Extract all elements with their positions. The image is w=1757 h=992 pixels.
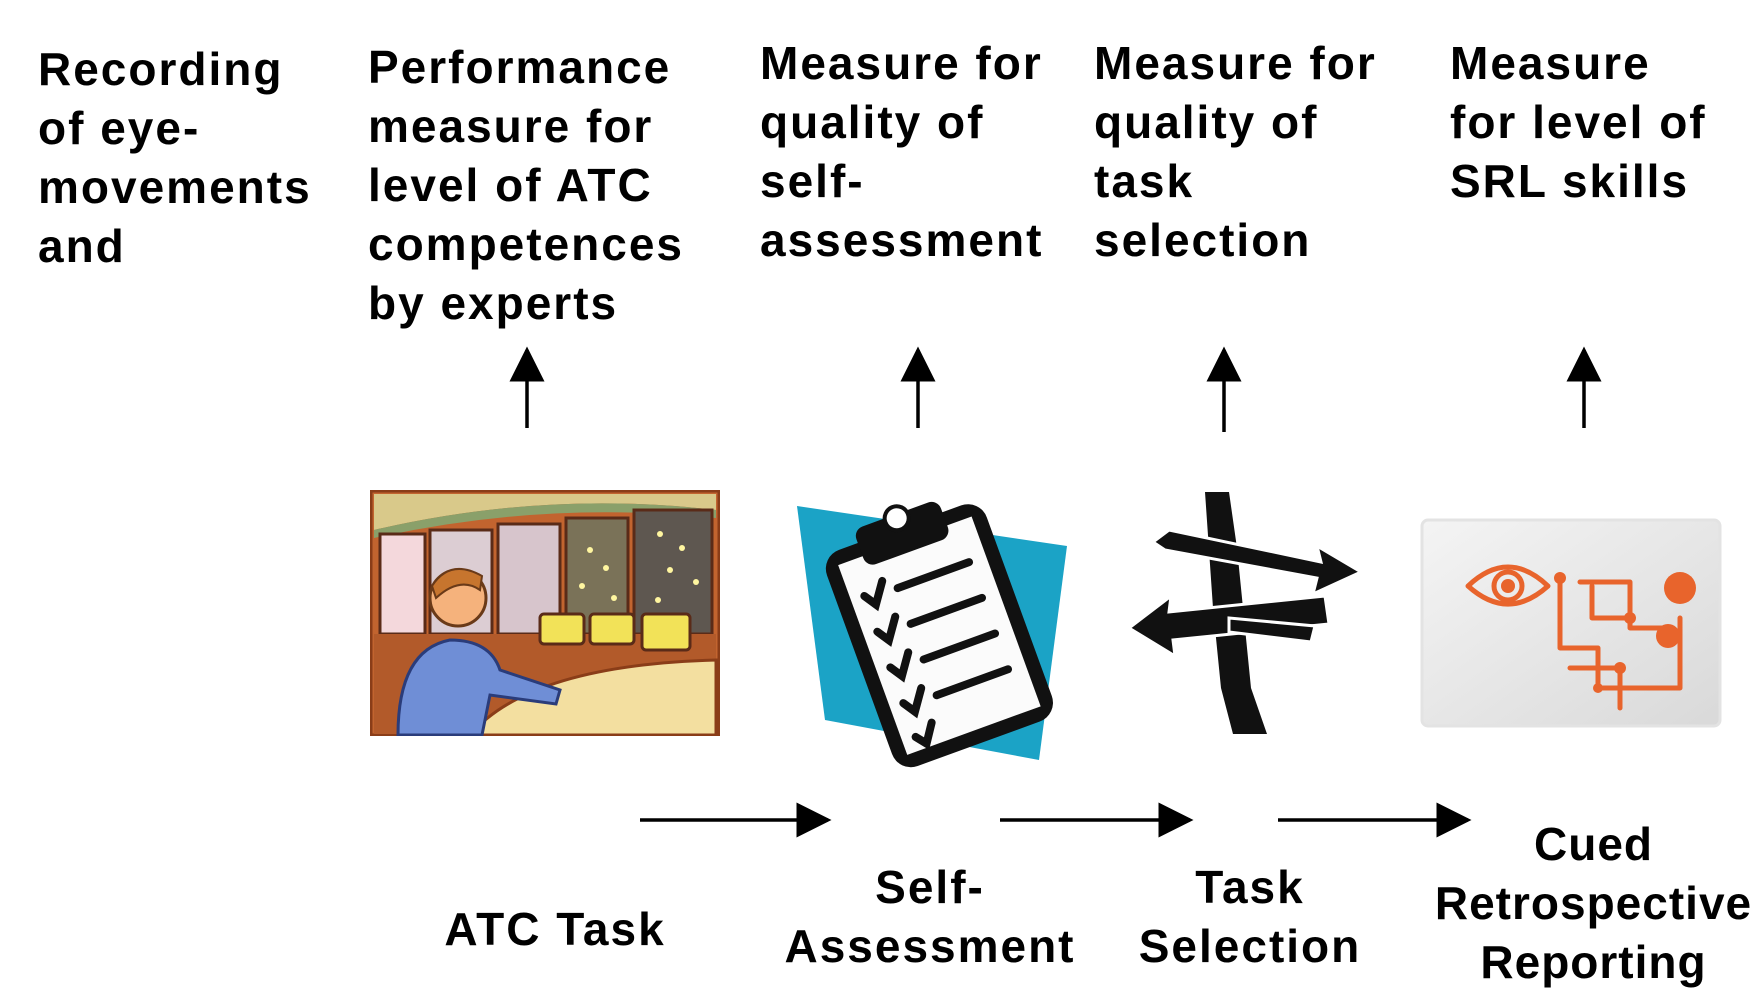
measure-srl-skills-label: Measure for level of SRL skills	[1450, 37, 1707, 207]
step-atc-task-label: ATC Task	[444, 903, 666, 955]
measure-performance-label: Performance measure for level of ATC com…	[368, 41, 685, 329]
measure-self-assessment-label: Measure for quality of self- assessment	[760, 37, 1044, 266]
step-self-assessment-label: Self- Assessment	[784, 861, 1076, 972]
step-task-selection-label: Task Selection	[1138, 861, 1362, 972]
measure-task-selection-label: Measure for quality of task selection	[1094, 37, 1377, 266]
measure-eye-movements-label: Recording of eye- movements and	[38, 43, 312, 272]
atc-control-room-icon	[370, 490, 720, 736]
crossroads-signpost-icon	[1126, 492, 1365, 734]
step-cued-retrospective-label: Cued Retrospective Reporting	[1434, 818, 1753, 988]
clipboard-checklist-icon	[797, 501, 1067, 768]
eye-circuit-icon	[1420, 518, 1722, 728]
